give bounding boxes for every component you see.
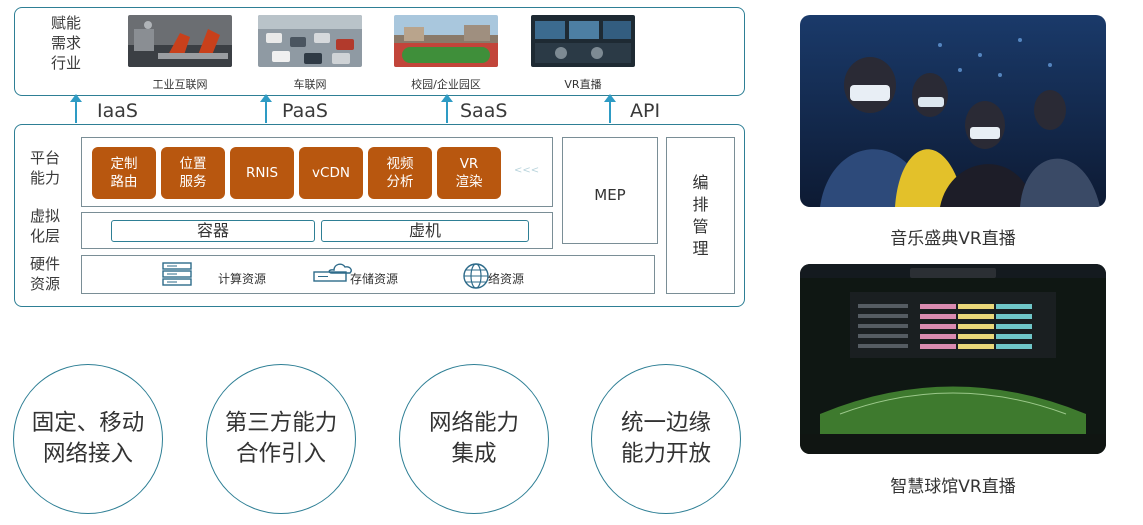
orchestration-label: 编 排 管 理 [692, 173, 709, 258]
rnis-block: RNIS [230, 147, 294, 199]
storage-resource-label: 存储资源 [350, 272, 399, 286]
container-pill: 容器 [111, 220, 315, 242]
campus-thumbnail [394, 15, 498, 67]
platform-ability-label: 平台 能力 [29, 149, 60, 187]
orchestration-box [666, 137, 735, 294]
industry-side-label: 赋能 需求 行业 [50, 14, 81, 72]
vehicle-network-caption: 车联网 [293, 78, 327, 91]
cloud-storage-icon [313, 263, 352, 282]
mep-label: MEP [594, 186, 626, 204]
virtualization-label: 虚拟 化层 [29, 207, 60, 245]
paas-label: PaaS [282, 100, 328, 122]
saas-arrow-icon [441, 94, 453, 123]
stadium-vr-caption: 智慧球馆VR直播 [890, 477, 1016, 497]
campus-caption: 校园/企业园区 [411, 78, 481, 91]
network-access-circle: 固定、移动 网络接入 [13, 364, 163, 514]
saas-label: SaaS [460, 100, 508, 122]
iaas-label: IaaS [97, 100, 138, 122]
concert-vr-caption: 音乐盛典VR直播 [890, 229, 1016, 249]
stadium-vr-photo [800, 264, 1106, 454]
api-arrow-icon [604, 94, 616, 123]
vr-live-thumbnail [531, 15, 635, 67]
more-indicator: <<< [514, 165, 540, 176]
paas-arrow-icon [260, 94, 272, 123]
vehicle-network-thumbnail [258, 15, 362, 67]
api-label: API [630, 100, 661, 122]
globe-icon [463, 263, 489, 289]
compute-resource-label: 计算资源 [218, 272, 267, 286]
location-service-block: 位置 服务 [161, 147, 225, 199]
third-party-circle: 第三方能力 合作引入 [206, 364, 356, 514]
network-integration-circle: 网络能力 集成 [399, 364, 549, 514]
industrial-internet-thumbnail [128, 15, 232, 67]
concert-vr-photo [800, 15, 1106, 207]
vm-pill: 虚机 [321, 220, 529, 242]
hardware-label: 硬件 资源 [29, 255, 60, 293]
vr-live-caption: VR直播 [564, 78, 602, 91]
edge-capability-circle: 统一边缘 能力开放 [591, 364, 741, 514]
iaas-arrow-icon [70, 94, 82, 123]
video-analysis-block: 视频 分析 [368, 147, 432, 199]
virtualization-row [81, 212, 553, 249]
mep-box [562, 137, 658, 244]
network-resource-label: 络资源 [488, 272, 525, 286]
vcdn-block: vCDN [299, 147, 363, 199]
server-icon [162, 262, 192, 286]
vr-rendering-block: VR 渲染 [437, 147, 501, 199]
custom-routing-block: 定制 路由 [92, 147, 156, 199]
industrial-internet-caption: 工业互联网 [152, 78, 208, 91]
